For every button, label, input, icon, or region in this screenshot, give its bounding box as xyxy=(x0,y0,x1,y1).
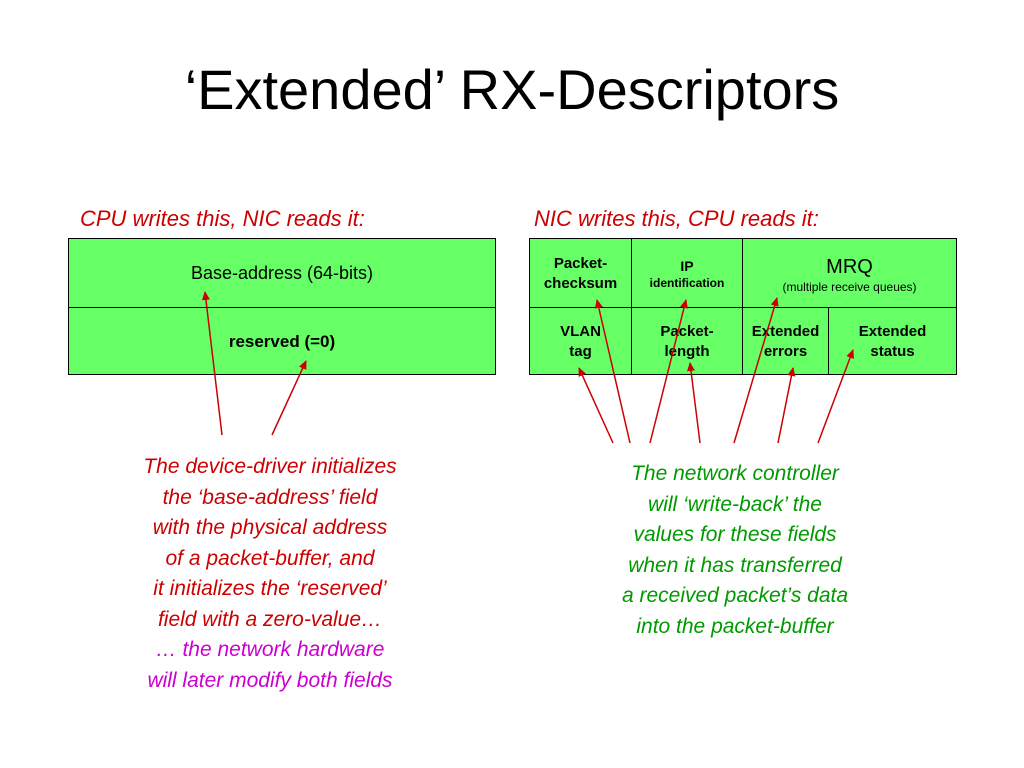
hardware-note-line: … the network hardware xyxy=(155,638,385,661)
extended-status-line1: Extended xyxy=(858,323,927,340)
packet-length-cell: Packet- length xyxy=(631,307,743,375)
vlan-line2: tag xyxy=(569,343,592,360)
arrow-to-packet-length xyxy=(687,362,701,444)
packet-checksum-line1: Packet- xyxy=(553,255,608,272)
base-address-label: Base-address (64-bits) xyxy=(190,263,374,283)
page-title: ‘Extended’ RX-Descriptors xyxy=(184,58,840,121)
driver-note-line: The device-driver initializes xyxy=(143,455,397,478)
right-caption: NIC writes this, CPU reads it: xyxy=(534,206,819,231)
controller-note-line: will ‘write-back’ the xyxy=(648,492,822,516)
controller-note-line: into the packet-buffer xyxy=(636,614,834,638)
left-caption: CPU writes this, NIC reads it: xyxy=(80,206,365,231)
extended-errors-line2: errors xyxy=(763,343,808,360)
arrow-to-reserved xyxy=(271,360,307,436)
packet-length-line2: length xyxy=(664,343,710,360)
arrow-to-extended-errors xyxy=(777,367,796,444)
arrow-to-mrq xyxy=(733,297,779,444)
controller-note-line: The network controller xyxy=(631,462,839,485)
hardware-note-line: will later modify both fields xyxy=(147,668,393,692)
arrow-to-extended-status xyxy=(817,349,854,444)
mrq-label: MRQ xyxy=(826,256,873,278)
reserved-cell: reserved (=0) xyxy=(68,307,496,375)
ip-label: IP xyxy=(680,258,694,274)
arrow-to-ip-identification xyxy=(649,299,688,444)
controller-note-line: when it has transferred xyxy=(628,553,842,577)
controller-note: The network controller will ‘write-back’… xyxy=(560,459,910,642)
packet-checksum-line2: checksum xyxy=(543,275,618,292)
vlan-tag-cell: VLAN tag xyxy=(529,307,632,375)
vlan-line1: VLAN xyxy=(560,323,601,340)
identification-label: identification xyxy=(649,276,725,290)
driver-note-line: field with a zero-value… xyxy=(157,607,383,631)
driver-note: The device-driver initializes the ‘base-… xyxy=(80,452,460,696)
driver-note-line: the ‘base-address’ field xyxy=(162,485,378,509)
controller-note-line: values for these fields xyxy=(633,523,837,546)
reserved-label: reserved (=0) xyxy=(228,332,336,351)
extended-status-line2: status xyxy=(870,343,915,360)
ip-identification-cell: IP identification xyxy=(631,238,743,308)
driver-note-line: with the physical address xyxy=(152,516,388,539)
driver-note-line: it initializes the ‘reserved’ xyxy=(153,577,387,600)
packet-length-line1: Packet- xyxy=(660,323,714,340)
arrow-to-packet-checksum xyxy=(594,299,631,444)
driver-note-line: of a packet-buffer, and xyxy=(165,546,375,570)
extended-status-cell: Extended status xyxy=(828,307,957,375)
arrow-to-base-address xyxy=(201,291,223,436)
controller-note-line: a received packet’s data xyxy=(621,584,849,607)
mrq-sub-label: (multiple receive queues) xyxy=(782,280,917,294)
mrq-cell: MRQ (multiple receive queues) xyxy=(742,238,957,308)
arrow-to-vlan-tag xyxy=(578,367,614,444)
